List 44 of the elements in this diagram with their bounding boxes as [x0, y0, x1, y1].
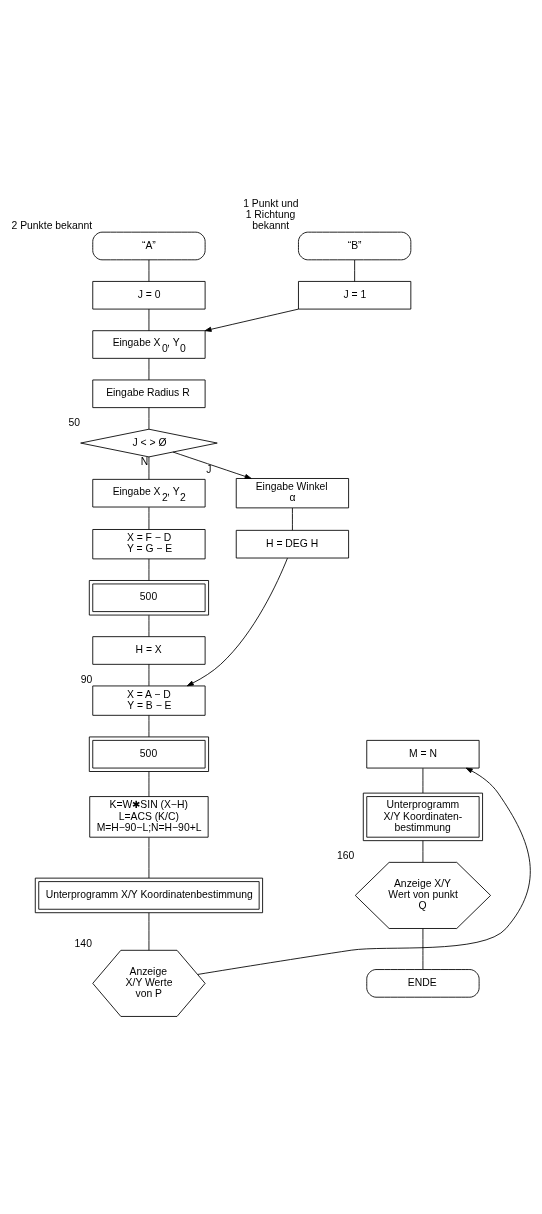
connector — [148, 406, 150, 430]
connector — [292, 507, 293, 531]
node-box: “A” — [92, 231, 206, 260]
node-box: X = F − D Y = G − E — [92, 528, 206, 559]
node-box: J = 1 — [298, 280, 412, 309]
edge-label: J — [206, 463, 212, 475]
node-box: Eingabe Winkel α — [235, 477, 350, 508]
node-diamond: J < > Ø — [80, 428, 218, 457]
node-box: “B” — [298, 231, 412, 260]
node-box: K=W✱SIN (X−H) L=ACS (K/C) M=H−90−L;N=H−90+L — [89, 795, 209, 838]
node-box: M = N — [366, 739, 480, 768]
connector — [148, 614, 150, 637]
node-box: ENDE — [366, 968, 480, 998]
node-box: H = X — [92, 635, 206, 665]
connector — [148, 357, 150, 380]
arrow — [172, 451, 252, 479]
arrow — [186, 557, 288, 686]
arrow — [197, 767, 531, 975]
connector — [422, 767, 424, 793]
connector — [148, 558, 150, 581]
connector — [148, 663, 150, 686]
node-box: Eingabe Radius R — [92, 379, 206, 408]
connector — [148, 506, 150, 530]
connector — [148, 836, 150, 878]
node-label: 90 — [80, 673, 93, 685]
connector — [148, 912, 150, 951]
node-label: 1 Punkt und 1 Richtung bekannt — [243, 197, 299, 231]
connector — [148, 455, 150, 480]
connector — [148, 714, 150, 737]
node-box: X = A − D Y = B − E — [92, 685, 206, 716]
connector — [354, 258, 356, 282]
connector — [148, 258, 150, 282]
node-label: 50 — [68, 416, 81, 428]
arrow — [204, 308, 299, 332]
connector — [422, 927, 424, 970]
connector — [148, 770, 150, 797]
node-label: 140 — [74, 937, 92, 949]
connector — [148, 308, 150, 331]
connector — [422, 839, 424, 863]
node-label: 2 Punkte bekannt — [11, 219, 93, 231]
node-label: 160 — [337, 849, 355, 861]
edge-label: N — [140, 455, 149, 467]
node-box: J = 0 — [92, 280, 206, 309]
node-box: H = DEG H — [235, 529, 350, 558]
